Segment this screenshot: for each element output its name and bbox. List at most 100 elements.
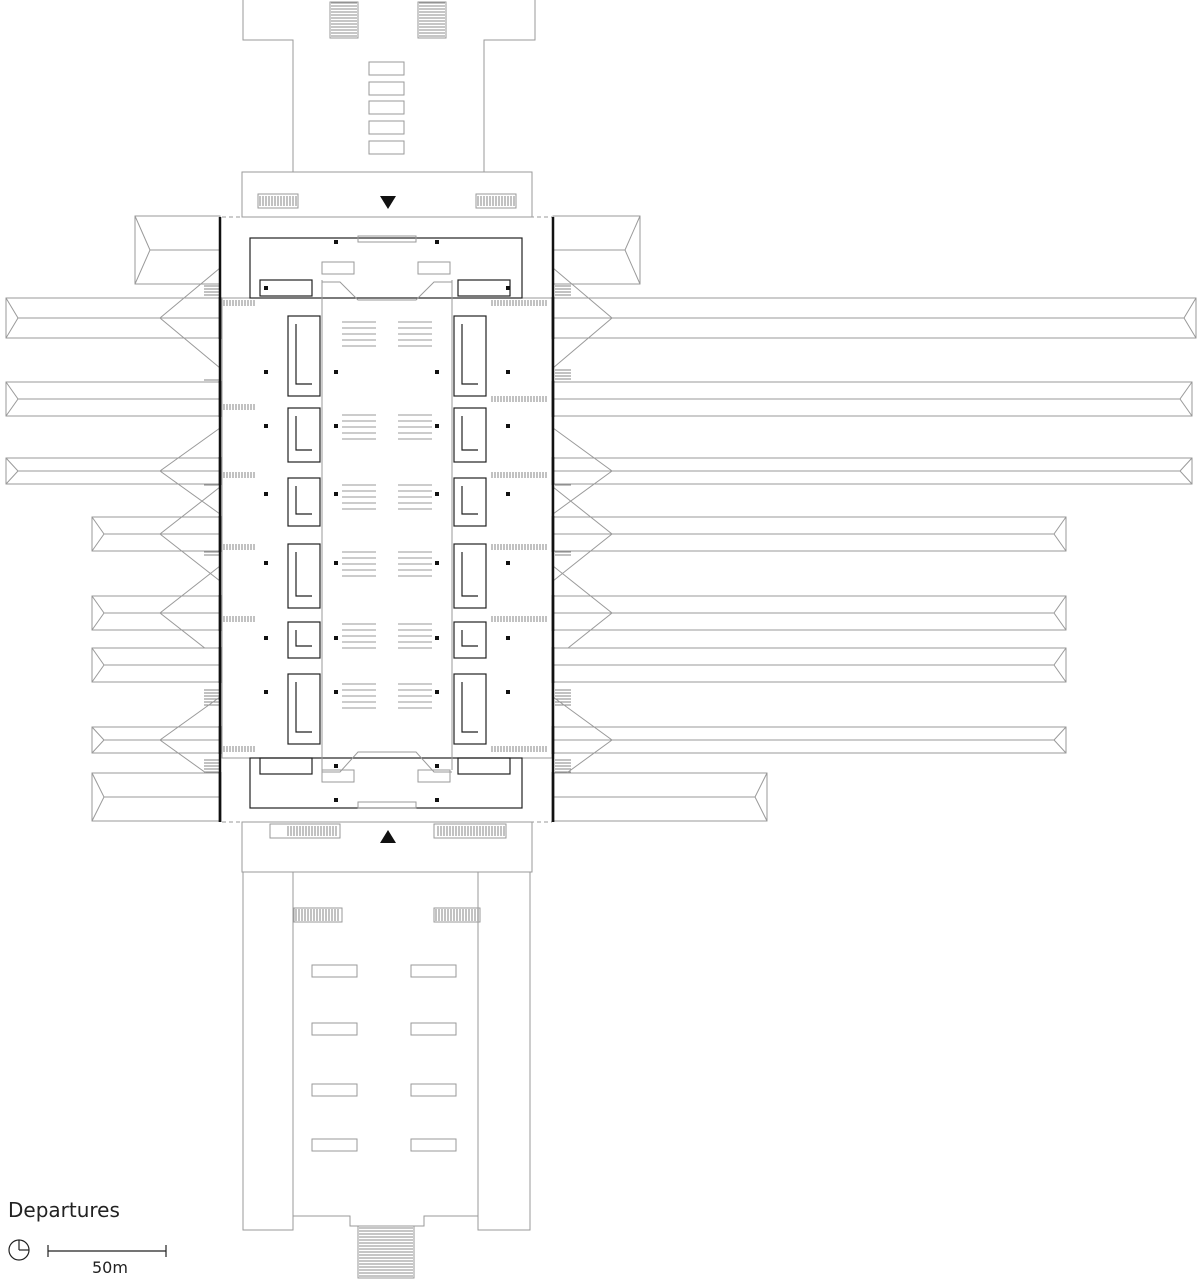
column: [334, 690, 338, 694]
core-room: [287, 543, 321, 609]
column: [264, 492, 268, 496]
core-room: [453, 407, 487, 463]
south-entry-arrow: [380, 830, 396, 843]
south-stair-hatching: [295, 909, 479, 1277]
column: [506, 424, 510, 428]
pier-apron: [552, 486, 613, 582]
column: [435, 798, 439, 802]
column: [334, 370, 338, 374]
south-landside-block: [242, 872, 531, 1279]
north-stair-hatching: [331, 2, 445, 37]
core-partition: [295, 630, 312, 647]
north-parking-bays: [368, 61, 405, 155]
column: [435, 240, 439, 244]
core-room: [287, 315, 321, 397]
core-partition: [295, 416, 312, 451]
column: [334, 764, 338, 768]
pier-apron: [552, 696, 613, 784]
facade-walls: [218, 217, 555, 822]
column: [435, 636, 439, 640]
column: [334, 424, 338, 428]
column: [506, 636, 510, 640]
south-entrance-band: [222, 821, 552, 873]
column: [435, 424, 439, 428]
parking-bay: [311, 1022, 358, 1036]
structural-columns: [264, 240, 510, 802]
parking-bay: [311, 1138, 358, 1152]
parking-bay: [368, 140, 405, 155]
parking-bay: [311, 964, 358, 978]
east-piers: [551, 215, 1197, 822]
core-room: [287, 477, 321, 527]
column: [506, 286, 510, 290]
column: [506, 370, 510, 374]
parking-bay: [410, 964, 457, 978]
core-room: [453, 621, 487, 659]
column: [264, 636, 268, 640]
pier-apron: [552, 427, 613, 515]
core-partition: [461, 630, 478, 647]
core-partition: [461, 486, 478, 515]
core-partition: [295, 324, 312, 385]
column: [334, 561, 338, 565]
pier-apron: [159, 267, 221, 369]
column: [264, 370, 268, 374]
column: [506, 561, 510, 565]
core-partition: [295, 486, 312, 515]
column: [264, 286, 268, 290]
parking-bay: [410, 1138, 457, 1152]
pier-apron: [159, 696, 221, 784]
north-arrow-symbol: [8, 1239, 30, 1261]
column: [435, 561, 439, 565]
pier-apron: [159, 565, 221, 661]
core-room: [453, 315, 487, 397]
east-core-rooms: [453, 315, 487, 745]
pier-apron: [159, 486, 221, 582]
west-core-rooms: [287, 315, 321, 745]
south-parking-bays: [311, 964, 457, 1152]
core-room: [287, 673, 321, 745]
west-piers: [5, 215, 222, 822]
scale-bar: [47, 1245, 167, 1257]
column: [264, 690, 268, 694]
column: [435, 690, 439, 694]
parking-bay: [410, 1022, 457, 1036]
column: [334, 636, 338, 640]
core-room: [453, 673, 487, 745]
core-partition: [295, 552, 312, 597]
core-room: [453, 477, 487, 527]
scale-label: 50m: [92, 1258, 128, 1277]
column: [334, 798, 338, 802]
pier-apron: [159, 427, 221, 515]
parking-bay: [311, 1083, 358, 1097]
pier-apron: [552, 267, 613, 369]
column: [264, 561, 268, 565]
north-entry-arrow: [380, 196, 396, 209]
column: [435, 370, 439, 374]
core-partition: [295, 682, 312, 733]
north-landside-block: [242, 0, 536, 173]
hall-hatching: [204, 196, 571, 836]
column: [506, 690, 510, 694]
check-in-counter-rows: [342, 321, 432, 709]
drawing-caption: Departures: [8, 1198, 120, 1222]
parking-bay: [368, 81, 405, 96]
main-terminal-hall: [204, 196, 571, 836]
column: [435, 492, 439, 496]
core-room: [453, 543, 487, 609]
column: [264, 424, 268, 428]
parking-bay: [368, 120, 405, 135]
column: [506, 492, 510, 496]
core-partition: [461, 416, 478, 451]
parking-bay: [410, 1083, 457, 1097]
column: [435, 764, 439, 768]
core-partition: [461, 682, 478, 733]
core-partition: [461, 552, 478, 597]
core-partition: [461, 324, 478, 385]
parking-bay: [368, 61, 405, 76]
parking-bay: [368, 100, 405, 115]
column: [334, 240, 338, 244]
core-room: [287, 407, 321, 463]
north-entrance-band: [222, 171, 552, 218]
